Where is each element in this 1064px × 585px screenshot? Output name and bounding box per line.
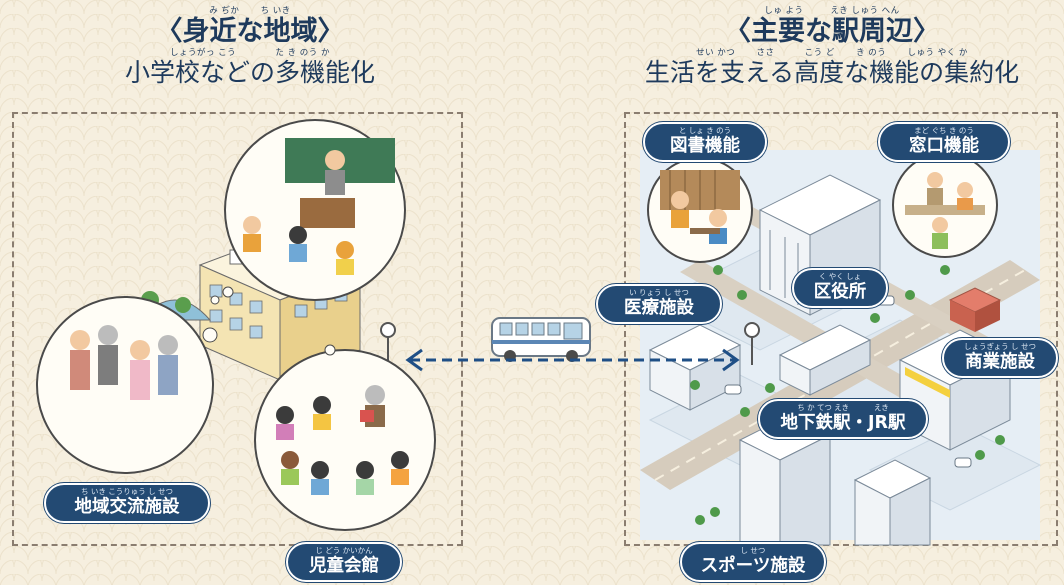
label-sports-text: スポーツ施設 [700, 556, 806, 576]
left-title-ruby: み ぢか ち いき [209, 6, 291, 16]
left-area-frame [12, 112, 463, 546]
label-counter: まど ぐち き のう 窓口機能 [878, 122, 1010, 162]
counter-bubble [892, 152, 998, 258]
label-childrens-hall: じ どう かいかん 児童会館 [286, 542, 402, 582]
bus-stop-sign-right [744, 322, 760, 365]
label-commercial: しょうぎょう し せつ 商業施設 [942, 338, 1058, 378]
left-subtitle-ruby: しょうがっ こう た き のう か [169, 48, 330, 58]
right-title-ruby: しゅ よう えき しゅう へん [764, 6, 900, 16]
label-community-exchange-text: 地域交流施設 [74, 497, 180, 517]
right-subtitle: 生活を支える高度な機能の集約化 [644, 58, 1020, 87]
right-subtitle-ruby: せい かつ ささ こう ど き のう しゅう やく か [696, 48, 968, 58]
label-counter-text: 窓口機能 [909, 136, 979, 156]
label-ward-office-text: 区役所 [813, 282, 867, 302]
label-medical-text: 医療施設 [624, 298, 694, 318]
label-community-exchange-ruby: ち いき こうりゅう し せつ [80, 487, 174, 496]
trees [690, 265, 1005, 525]
label-library: と しょ き のう 図書機能 [643, 122, 767, 162]
right-area-frame [624, 112, 1058, 546]
label-childrens-hall-text: 児童会館 [309, 556, 379, 576]
left-title: 〈身近な地域〉 [155, 16, 345, 47]
station-building [778, 324, 872, 396]
label-station: ち か てつ えき えき 地下鉄駅・JR駅 [758, 399, 928, 439]
label-commercial-ruby: しょうぎょう し せつ [964, 342, 1036, 351]
label-station-ruby: ち か てつ えき えき [797, 403, 889, 412]
left-subtitle: 小学校などの多機能化 [124, 58, 375, 87]
right-title: 〈主要な駅周辺〉 [724, 16, 940, 47]
label-library-ruby: と しょ き のう [678, 126, 732, 135]
label-station-text: 地下鉄駅・JR駅 [780, 413, 906, 433]
label-medical-ruby: い りょう し せつ [629, 288, 689, 297]
left-heading: み ぢか ち いき 〈身近な地域〉 しょうがっ こう た き のう か 小学校な… [20, 6, 480, 88]
connection-arrow [405, 348, 740, 372]
label-community-exchange: ち いき こうりゅう し せつ 地域交流施設 [44, 483, 210, 523]
label-commercial-text: 商業施設 [965, 352, 1035, 372]
bus [491, 317, 591, 362]
library-bubble [647, 157, 753, 263]
label-library-text: 図書機能 [670, 136, 740, 156]
label-ward-office-ruby: く やく しょ [818, 272, 862, 281]
right-heading: しゅ よう えき しゅう へん 〈主要な駅周辺〉 せい かつ ささ こう ど き… [612, 6, 1052, 88]
label-sports-ruby: し せつ [740, 546, 766, 555]
label-sports: し せつ スポーツ施設 [680, 542, 826, 582]
school-scene [36, 119, 436, 531]
city-map [640, 150, 1042, 546]
label-counter-ruby: まど ぐち き のう [914, 126, 974, 135]
label-childrens-hall-ruby: じ どう かいかん [315, 546, 373, 555]
label-medical: い りょう し せつ 医療施設 [596, 284, 722, 324]
label-ward-office: く やく しょ 区役所 [792, 268, 888, 308]
